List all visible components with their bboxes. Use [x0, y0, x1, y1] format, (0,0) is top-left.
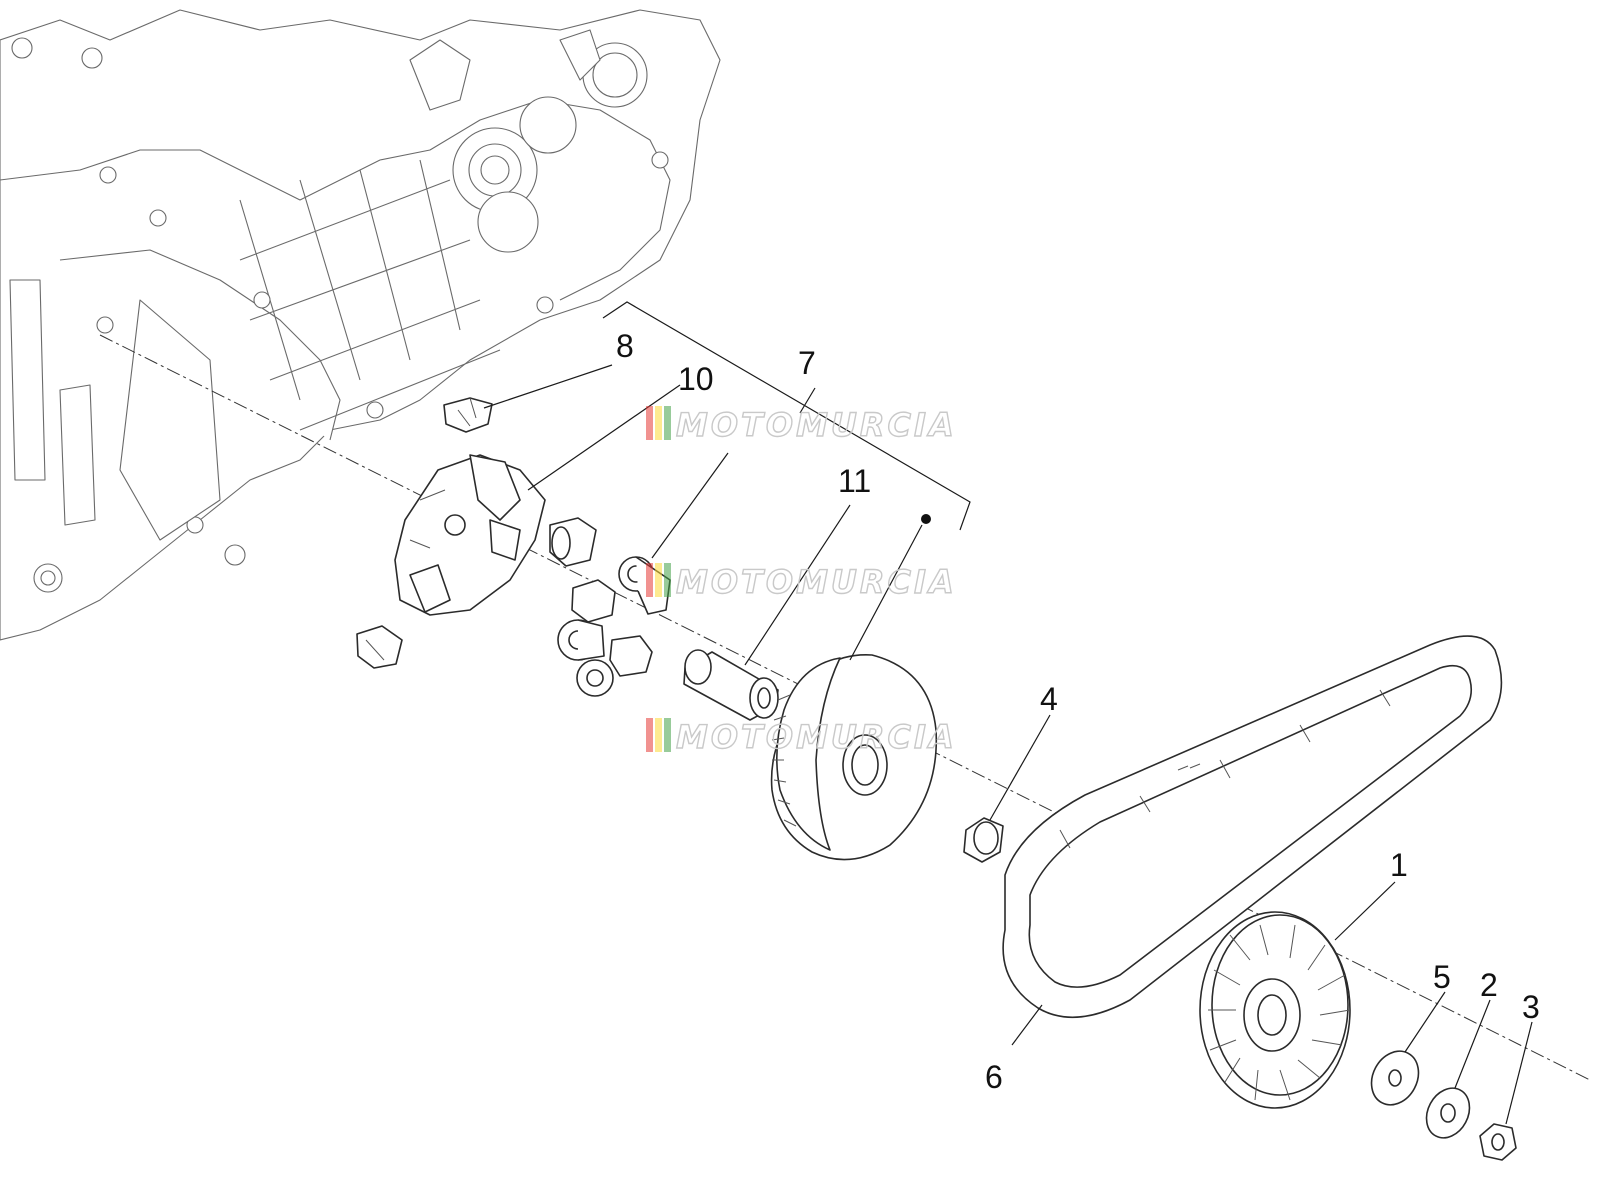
leader-4 — [989, 714, 1051, 821]
watermark-stripe-yellow — [655, 563, 662, 597]
roller-weight-6 — [618, 556, 671, 615]
watermark-text: MOTOMURCIA — [676, 406, 957, 444]
watermark-stripe-yellow — [655, 406, 662, 440]
watermark-stripe-red — [646, 718, 653, 752]
leader-5 — [1404, 991, 1446, 1053]
movable-half-pulley — [770, 654, 938, 861]
slider-block-upper — [443, 397, 493, 433]
callout-4: 4 — [1040, 681, 1058, 717]
leader-3 — [1505, 1021, 1533, 1125]
belleville-washer — [1425, 1087, 1471, 1139]
crankcase-housing — [0, 9, 721, 641]
watermark-text: MOTOMURCIA — [676, 563, 957, 601]
leader-2 — [1454, 999, 1491, 1089]
watermark-3: MOTOMURCIA — [646, 717, 957, 757]
ramp-plate — [394, 454, 546, 616]
flat-washer — [1370, 1050, 1420, 1106]
leader-roller — [651, 452, 729, 559]
callout-3: 3 — [1522, 989, 1540, 1025]
fan-pulley — [1199, 911, 1351, 1109]
roller-weight-5 — [576, 659, 614, 697]
callout-11: 11 — [838, 463, 871, 499]
callout-8: 8 — [616, 328, 634, 364]
watermark-stripe-yellow — [655, 718, 662, 752]
roller-weight-4 — [609, 635, 653, 677]
watermark-1: MOTOMURCIA — [646, 405, 957, 445]
bullet-dot — [921, 514, 931, 524]
watermark-stripe-red — [646, 406, 653, 440]
watermark-stripe-green — [664, 563, 671, 597]
roller-weight-3 — [557, 619, 605, 661]
leader-10 — [527, 384, 681, 491]
leader-1 — [1334, 881, 1396, 941]
watermark-text: MOTOMURCIA — [676, 718, 957, 756]
leader-6 — [1011, 1004, 1043, 1046]
watermark-stripe-green — [664, 406, 671, 440]
callout-5: 5 — [1433, 959, 1451, 995]
leader-pulley — [849, 524, 923, 661]
bushing-sleeve — [683, 649, 779, 721]
slider-block-lower — [356, 625, 403, 669]
hex-nut — [1479, 1123, 1517, 1161]
leader-8 — [483, 364, 613, 409]
spacer-ring — [963, 817, 1004, 863]
roller-weight-2 — [571, 579, 616, 623]
watermark-stripe-red — [646, 563, 653, 597]
leader-11 — [744, 504, 851, 666]
drive-belt — [1002, 635, 1503, 1019]
leader-7 — [799, 387, 816, 414]
callout-2: 2 — [1480, 967, 1498, 1003]
watermark-stripe-green — [664, 718, 671, 752]
callout-7: 7 — [798, 345, 816, 381]
callout-10: 10 — [678, 361, 714, 397]
roller-weight-1 — [549, 517, 597, 567]
watermark-2: MOTOMURCIA — [646, 562, 957, 602]
callout-6: 6 — [985, 1059, 1003, 1095]
group-7-bracket — [602, 301, 971, 531]
callout-1: 1 — [1390, 847, 1408, 883]
